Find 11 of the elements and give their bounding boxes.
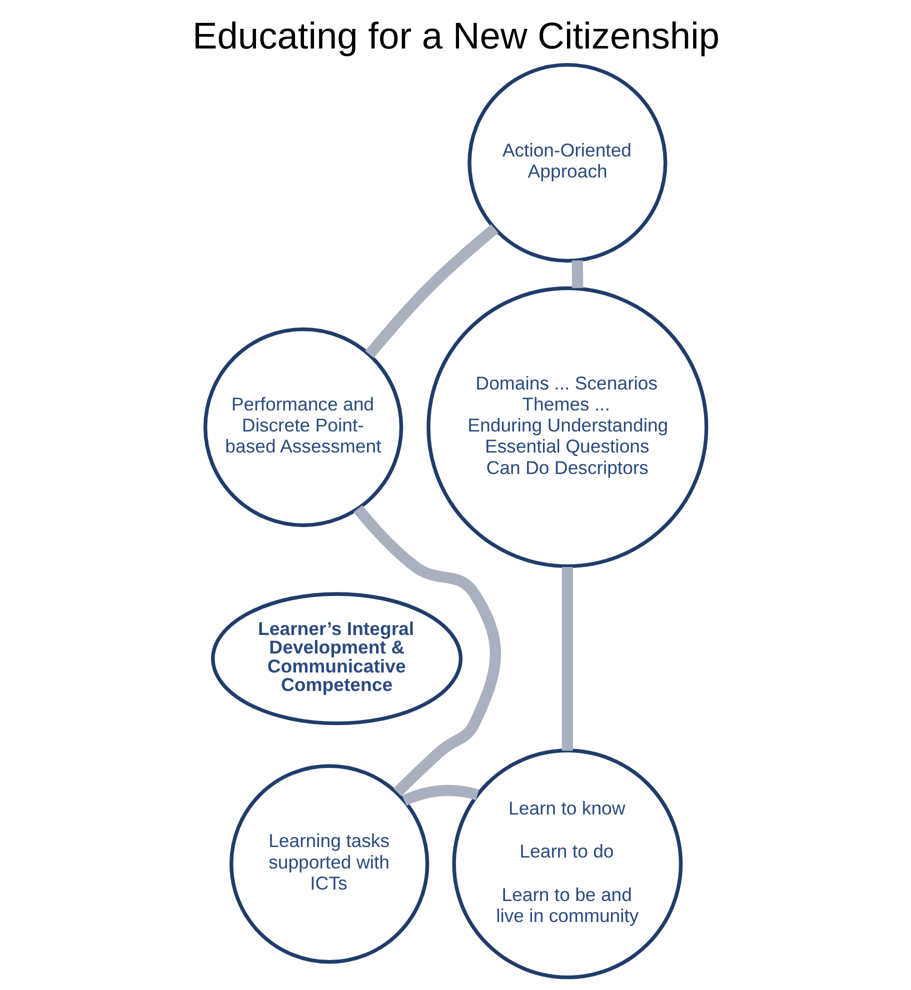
node-circle: Learn to know Learn to do Learn to be and live in community [452, 748, 682, 979]
diagram-title: Educating for a New Citizenship [192, 14, 720, 56]
connector [561, 566, 573, 750]
node-circle: Action-Oriented Approach [467, 62, 667, 262]
connector [353, 504, 500, 796]
connector [364, 224, 498, 358]
node-circle: Performance and Discrete Point-based Assessment [202, 326, 403, 527]
node-ellipse: Learner’s Integral Development & Communicative Competence [210, 592, 462, 725]
connector [402, 784, 478, 806]
node-circle: Learning tasks supported with ICTs [229, 764, 429, 964]
node-circle: Domains ... Scenarios Themes ... Enduring Understanding Essential Questions Can Do Descriptors [426, 286, 708, 568]
